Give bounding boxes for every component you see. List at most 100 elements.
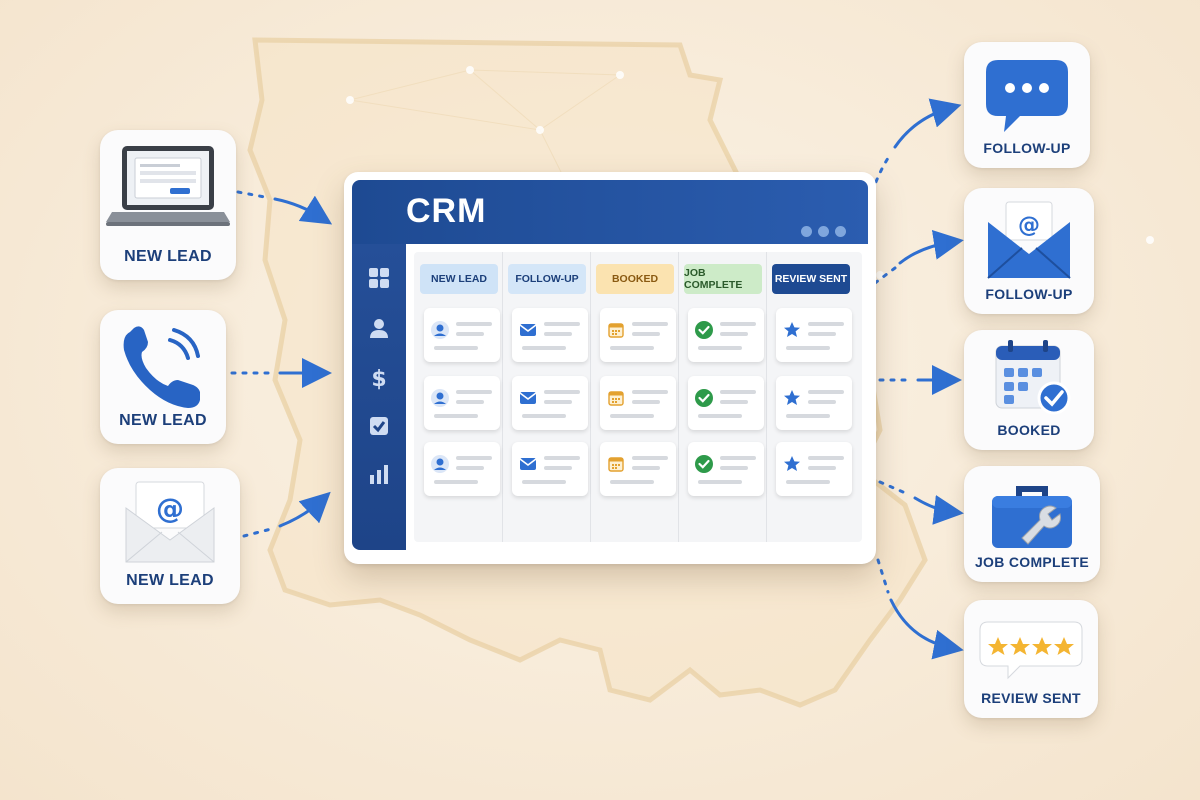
column-header[interactable]: BOOKED [596,264,674,294]
card-text-line [698,346,742,350]
window-dots[interactable] [795,222,846,241]
kanban-card[interactable] [688,308,764,362]
card-text-line [808,400,836,404]
card-text-line [632,400,660,404]
user-icon [431,321,449,339]
star-icon [784,456,800,471]
card-text-line [632,390,668,394]
svg-text:$: $ [371,367,386,390]
check-icon [695,389,713,407]
card-text-line [720,400,748,404]
kanban-card[interactable] [512,308,588,362]
kanban-card[interactable] [424,308,500,362]
input-card-email: @ NEW LEAD [100,468,240,604]
window-dot-icon[interactable] [801,226,812,237]
card-text-line [698,414,742,418]
card-text-line [456,332,484,336]
window-dot-icon[interactable] [835,226,846,237]
card-text-line [610,414,654,418]
card-text-line [544,456,580,460]
card-text-line [698,480,742,484]
card-text-line [434,414,478,418]
card-text-line [632,322,668,326]
output-card-review-sent: REVIEW SENT [964,600,1098,718]
column-header[interactable]: NEW LEAD [420,264,498,294]
input-label-email: NEW LEAD [126,572,214,589]
review-stars-icon [979,621,1083,680]
kanban-card[interactable] [776,376,852,430]
dashboard-icon[interactable] [367,266,391,290]
card-text-line [720,332,748,336]
column-header[interactable]: REVIEW SENT [772,264,850,294]
star-icon [784,390,800,405]
card-text-line [808,466,836,470]
mail-icon [519,458,537,470]
user-icon [431,455,449,473]
card-text-line [786,414,830,418]
output-card-followup-email: @ FOLLOW-UP [964,188,1094,314]
input-label-laptop: NEW LEAD [124,248,212,265]
mail-icon [519,392,537,404]
kanban-card[interactable] [688,442,764,496]
user-icon [431,389,449,407]
output-label-followup-chat: FOLLOW-UP [983,140,1071,156]
kanban-card[interactable] [688,376,764,430]
card-text-line [808,322,844,326]
calendar-icon [608,391,624,406]
kanban-column: FOLLOW-UP [502,252,591,542]
kanban-card[interactable] [600,442,676,496]
kanban-card[interactable] [600,376,676,430]
kanban-card[interactable] [600,308,676,362]
card-text-line [610,480,654,484]
crm-sidebar: $ [352,244,406,550]
kanban-card[interactable] [424,442,500,496]
crm-title: CRM [406,192,487,230]
card-text-line [544,466,572,470]
toolbox-icon [992,486,1072,548]
dollar-icon[interactable]: $ [367,366,391,390]
kanban-card[interactable] [512,376,588,430]
card-text-line [544,332,572,336]
checkbox-icon[interactable] [367,414,391,438]
calendar-icon [608,457,624,472]
window-dot-icon[interactable] [818,226,829,237]
kanban-card[interactable] [424,376,500,430]
card-text-line [456,390,492,394]
check-icon [695,455,713,473]
card-text-line [544,322,580,326]
kanban-column: NEW LEAD [414,252,503,542]
card-text-line [720,322,756,326]
card-text-line [434,480,478,484]
input-label-phone: NEW LEAD [119,412,207,429]
email-at-icon: @ [125,481,215,563]
card-text-line [632,466,660,470]
card-text-line [786,480,830,484]
output-card-booked: BOOKED [964,330,1094,450]
output-label-followup-email: FOLLOW-UP [985,286,1073,302]
svg-text:@: @ [156,492,184,525]
card-text-line [544,390,580,394]
kanban-card[interactable] [512,442,588,496]
column-header[interactable]: FOLLOW-UP [508,264,586,294]
output-label-booked: BOOKED [997,422,1061,438]
card-text-line [632,332,660,336]
kanban-card[interactable] [776,308,852,362]
check-icon [695,321,713,339]
email-at-icon: @ [987,201,1071,279]
mail-icon [519,324,537,336]
output-label-review-sent: REVIEW SENT [981,690,1081,706]
crm-header: CRM [352,180,868,244]
card-text-line [632,456,668,460]
card-text-line [456,456,492,460]
bar-chart-icon[interactable] [367,462,391,486]
kanban-card[interactable] [776,442,852,496]
kanban-column: BOOKED [590,252,679,542]
output-label-job-complete: JOB COMPLETE [974,554,1090,570]
kanban-column: REVIEW SENT [766,252,854,542]
input-card-laptop: NEW LEAD [100,130,236,280]
kanban-column: JOB COMPLETE [678,252,767,542]
user-icon[interactable] [367,316,391,340]
column-header[interactable]: JOB COMPLETE [684,264,762,294]
laptop-icon [106,146,230,226]
card-text-line [720,390,756,394]
